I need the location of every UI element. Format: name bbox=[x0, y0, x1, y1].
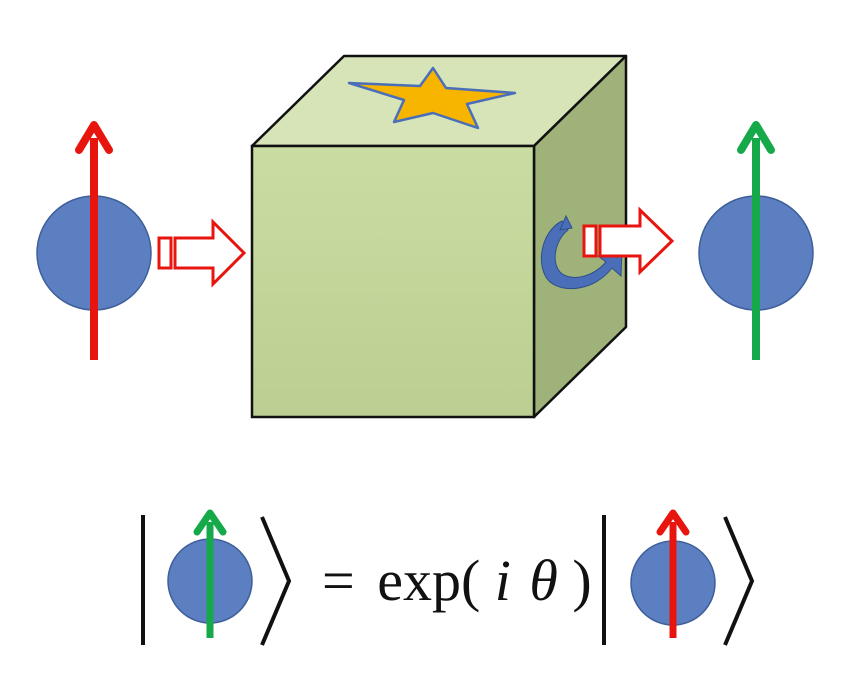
equals-sign: = bbox=[322, 548, 355, 613]
cube-icon bbox=[250, 54, 628, 419]
ket-red-arrow-head-icon bbox=[656, 509, 690, 536]
ket-right-angle bbox=[723, 516, 755, 646]
exp-close-paren: ) bbox=[572, 548, 591, 613]
cube-front-face bbox=[250, 144, 536, 419]
star-icon bbox=[347, 66, 517, 130]
output-arrow-head-icon bbox=[737, 121, 775, 154]
output-spin bbox=[698, 121, 814, 360]
input-block-arrow-icon bbox=[157, 218, 247, 288]
ket-left-angle bbox=[260, 516, 292, 646]
imaginary-unit: i bbox=[495, 548, 511, 613]
ket-green-arrow-head-icon bbox=[193, 509, 227, 536]
input-spin bbox=[36, 121, 152, 360]
phase-theta: θ bbox=[529, 548, 558, 613]
curved-rotation-arrow-icon bbox=[540, 220, 623, 290]
exp-function: exp( bbox=[377, 548, 480, 613]
equation-expression: = exp( i θ ) bbox=[322, 548, 592, 613]
curved-rotation-arrow-tail bbox=[559, 214, 573, 231]
output-block-arrow-icon bbox=[582, 206, 675, 276]
input-arrow-head-icon bbox=[75, 121, 113, 154]
equation: = exp( i θ ) bbox=[141, 509, 755, 646]
